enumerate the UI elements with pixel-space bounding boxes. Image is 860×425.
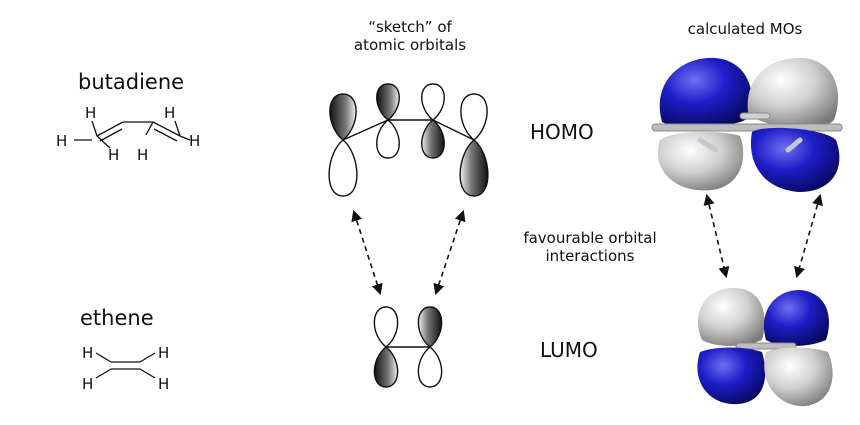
p-orbital-1-top xyxy=(329,93,357,141)
homo-label: HOMO xyxy=(530,120,594,144)
ethene-h-3: H xyxy=(158,344,169,362)
ethene-h-4: H xyxy=(158,375,169,393)
ethene-structure xyxy=(95,352,156,379)
ethene-p-orbital-2-top xyxy=(417,306,443,348)
butadiene-h-4: H xyxy=(137,146,148,164)
butadiene-h-6: H xyxy=(189,132,200,150)
calculated-lumo xyxy=(697,288,833,407)
ethene-p-orbital-2-bottom xyxy=(417,346,443,388)
interaction-note-line2: interactions xyxy=(545,247,635,265)
homo-bond-axis xyxy=(651,123,843,132)
butadiene-label: butadiene xyxy=(78,70,185,94)
butadiene-structure xyxy=(74,120,191,149)
p-orbital-1-bottom xyxy=(328,139,358,197)
mo-arrow-left xyxy=(703,193,730,279)
homo-lobe-top-left xyxy=(659,57,752,127)
p-orbital-2-bottom xyxy=(376,119,400,159)
interaction-arrows xyxy=(351,193,823,296)
ethene-lumo-sketch xyxy=(373,306,443,388)
sketch-header-line1: “sketch” of xyxy=(368,18,452,36)
p-orbital-4-bottom xyxy=(459,139,489,197)
ethene-atoms: H H H H xyxy=(82,344,169,393)
homo-lobe-top-right xyxy=(747,57,839,128)
homo-lobe-bottom-right xyxy=(750,127,840,192)
homo-lobe-bottom-left xyxy=(657,131,744,191)
ethene-h-1: H xyxy=(82,344,93,362)
butadiene-h-2: H xyxy=(85,104,96,122)
lumo-bond-axis xyxy=(735,342,797,350)
homo-h-stub-2 xyxy=(785,137,803,153)
butadiene-homo-sketch xyxy=(328,83,489,197)
p-orbital-2-top xyxy=(376,83,400,121)
interaction-note-line1: favourable orbital xyxy=(523,229,657,247)
p-orbital-3-bottom xyxy=(421,119,445,159)
butadiene-h-1: H xyxy=(56,132,67,150)
lumo-lobe-top-right xyxy=(763,290,829,346)
calculated-mos-header: calculated MOs xyxy=(687,20,803,38)
sketch-header-line2: atomic orbitals xyxy=(353,36,467,54)
sketch-arrow-right xyxy=(433,209,466,296)
ethene-p-orbital-1-top xyxy=(373,306,399,348)
homo-h-stub-1 xyxy=(697,137,719,153)
calculated-homo xyxy=(651,57,843,192)
lumo-lobe-bottom-left xyxy=(697,347,766,405)
ethene-label: ethene xyxy=(80,306,154,330)
lumo-lobe-bottom-right xyxy=(764,347,833,407)
lumo-lobe-top-left xyxy=(697,288,765,346)
p-orbital-3-top xyxy=(421,83,445,121)
ethene-h-2: H xyxy=(82,375,93,393)
sketch-arrow-left xyxy=(351,209,383,296)
butadiene-h-5: H xyxy=(164,104,175,122)
sketch-header: “sketch” of atomic orbitals xyxy=(330,18,490,54)
lumo-label: LUMO xyxy=(540,338,598,362)
p-orbital-4-top xyxy=(460,93,488,141)
butadiene-atoms: H H H H H H xyxy=(56,104,200,164)
butadiene-h-3: H xyxy=(108,146,119,164)
mo-arrow-right xyxy=(794,193,823,279)
homo-bond-top xyxy=(739,112,771,120)
interaction-note: favourable orbital interactions xyxy=(495,229,685,265)
ethene-p-orbital-1-bottom xyxy=(373,346,399,388)
